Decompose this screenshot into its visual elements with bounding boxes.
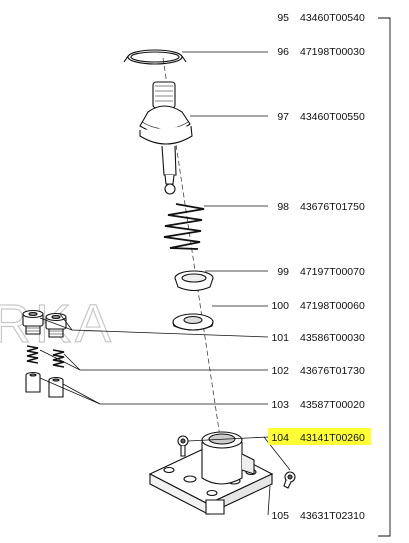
plug-part-right <box>46 314 66 338</box>
callout-part-number[interactable]: 47198T00030 <box>300 46 365 58</box>
small-spring-part-right <box>53 350 64 367</box>
callout-highlight <box>268 428 371 445</box>
group-bracket <box>378 17 391 537</box>
plunger-part-right <box>49 378 63 398</box>
callout-ref[interactable]: 99 <box>277 266 289 278</box>
washer-part <box>173 314 213 330</box>
callout-part-number[interactable]: 43460T00540 <box>300 12 365 24</box>
callout-part-number[interactable]: 47197T00070 <box>300 266 365 278</box>
callout-list: 95 43460T00540 96 47198T00030 97 43460T0… <box>271 12 365 522</box>
leader-lines <box>39 51 291 516</box>
small-spring-part-left <box>27 346 38 363</box>
callout-ref[interactable]: 101 <box>271 332 289 344</box>
callout-ref[interactable]: 105 <box>271 510 289 522</box>
callout-part-number[interactable]: 43141T00260 <box>300 432 365 444</box>
callout-ref[interactable]: 96 <box>277 46 289 58</box>
plug-part-left <box>23 311 43 335</box>
callout-part-number[interactable]: 43676T01750 <box>300 201 365 213</box>
bolt-part-left <box>178 436 188 456</box>
callout-ref[interactable]: 95 <box>277 12 289 24</box>
shift-lever-part <box>140 82 192 194</box>
callout-ref[interactable]: 98 <box>277 201 289 213</box>
callout-ref[interactable]: 97 <box>277 111 289 123</box>
callout-part-number[interactable]: 43631T02310 <box>300 510 365 522</box>
clip-ring-part <box>124 50 186 64</box>
callout-ref[interactable]: 102 <box>271 365 289 377</box>
seat-cup-part <box>175 271 213 291</box>
callout-ref[interactable]: 103 <box>271 399 289 411</box>
plunger-part-left <box>26 373 40 393</box>
callout-ref[interactable]: 100 <box>271 300 289 312</box>
callout-part-number[interactable]: 43676T01730 <box>300 365 365 377</box>
callout-ref[interactable]: 104 <box>271 432 289 444</box>
callout-part-number[interactable]: 43460T00550 <box>300 111 365 123</box>
center-axis <box>162 57 226 471</box>
callout-part-number[interactable]: 43586T00030 <box>300 332 365 344</box>
callout-part-number[interactable]: 43587T00020 <box>300 399 365 411</box>
callout-part-number[interactable]: 47198T00060 <box>300 300 365 312</box>
bolt-part-right <box>284 472 295 488</box>
housing-part <box>150 432 272 514</box>
spring-part <box>164 204 204 249</box>
